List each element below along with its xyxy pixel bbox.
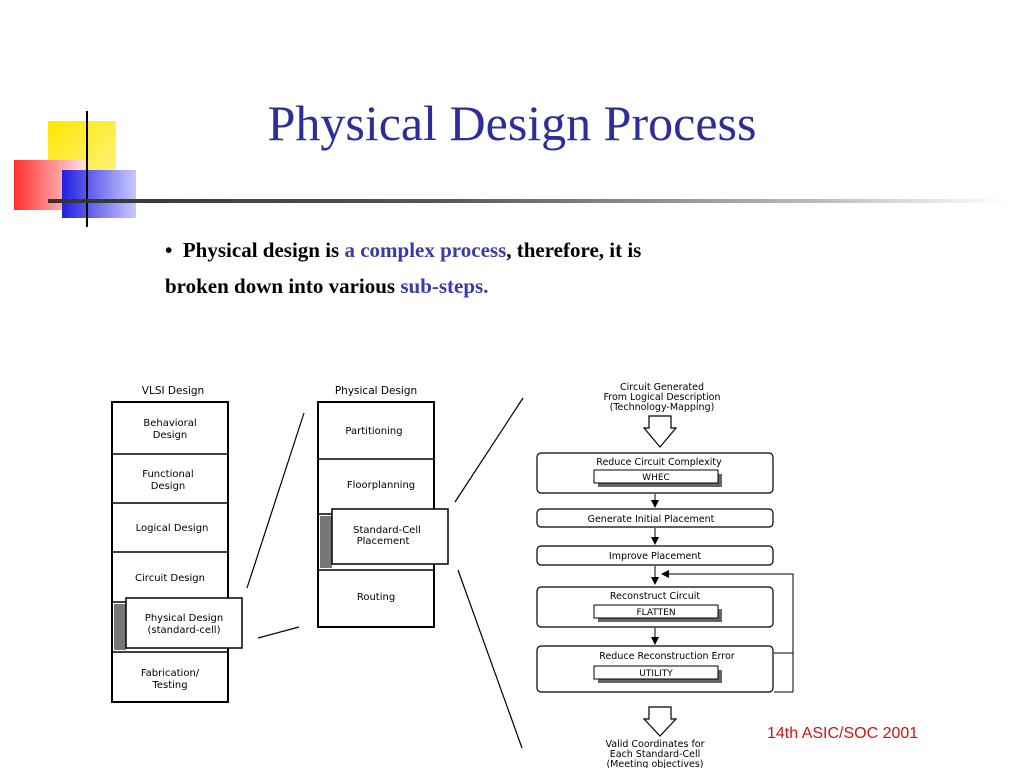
- flow-tool-utility: UTILITY: [639, 669, 673, 679]
- physical-header: Physical Design: [335, 385, 417, 397]
- flow-step-3-label: Improve Placement: [609, 551, 701, 562]
- vlsi-step-4: Circuit Design: [135, 573, 205, 584]
- vlsi-active-step-box: [125, 597, 243, 649]
- flow-tool-whec: WHEC: [642, 473, 670, 483]
- vlsi-step-6b: Testing: [151, 680, 187, 691]
- bullet-text-2: , therefore, it is: [506, 238, 642, 262]
- zoom-line: [257, 626, 300, 639]
- flow-output-3: (Meeting objectives): [606, 759, 703, 768]
- flow-step-box: [536, 545, 774, 566]
- vlsi-step-1a: Behavioral: [143, 418, 196, 429]
- flow-input-3: (Technology-Mapping): [610, 402, 715, 413]
- vlsi-header: VLSI Design: [142, 385, 204, 397]
- slide-title: Physical Design Process: [267, 95, 757, 151]
- vlsi-step-2a: Functional: [142, 469, 193, 480]
- bullet-highlight-1: a complex process: [344, 238, 507, 262]
- bullet-highlight-2: sub-steps.: [400, 274, 489, 298]
- vlsi-step-5b: (standard-cell): [148, 625, 221, 636]
- flow-step-4-label: Reconstruct Circuit: [610, 591, 700, 602]
- decor-vertical-line: [86, 111, 88, 227]
- flow-step-1-label: Reduce Circuit Complexity: [596, 457, 722, 468]
- bullet-marker: •: [165, 238, 173, 262]
- vlsi-step-6a: Fabrication/: [141, 668, 200, 679]
- flow-step-5-label: Reduce Reconstruction Error: [599, 651, 735, 662]
- physical-active-step-box: [331, 508, 449, 565]
- physical-active-shadow: [320, 516, 332, 568]
- flow-big-arrow-icon: [642, 415, 678, 448]
- physical-step-3a: Standard-Cell: [353, 525, 421, 536]
- flow-step-box: [536, 508, 774, 528]
- title-underline: [48, 199, 1008, 203]
- zoom-line: [457, 569, 523, 749]
- physical-step-2: Floorplanning: [347, 480, 415, 491]
- bullet-text-1: Physical design is: [182, 238, 345, 262]
- flow-output-2: Each Standard-Cell: [610, 749, 701, 760]
- vlsi-step-2b: Design: [151, 481, 186, 492]
- vlsi-step-5a: Physical Design: [145, 613, 223, 624]
- flow-feedback-loop: [662, 573, 794, 692]
- vlsi-active-shadow: [114, 604, 126, 650]
- flow-output-1: Valid Coordinates for: [605, 739, 704, 750]
- physical-step-1: Partitioning: [345, 426, 402, 437]
- bullet-point: • Physical design is a complex process, …: [165, 232, 865, 304]
- flow-tool-box: [593, 469, 719, 484]
- physical-step-4: Routing: [357, 592, 395, 603]
- vlsi-step-3: Logical Design: [136, 523, 209, 534]
- flow-input-2: From Logical Description: [604, 392, 721, 403]
- flow-tool-flatten: FLATTEN: [636, 608, 675, 618]
- decor-blue-square: [62, 170, 136, 218]
- flow-step-2-label: Generate Initial Placement: [588, 514, 715, 525]
- flow-tool-box: [593, 604, 719, 619]
- flow-big-arrow-icon: [642, 706, 678, 737]
- bullet-text-3: broken down into various: [165, 274, 401, 298]
- physical-step-3b: Placement: [357, 536, 410, 547]
- flow-input-1: Circuit Generated: [620, 382, 704, 393]
- slide-footer: 14th ASIC/SOC 2001: [767, 725, 919, 742]
- zoom-line: [246, 412, 305, 589]
- vlsi-step-1b: Design: [153, 430, 188, 441]
- flow-tool-box: [593, 665, 719, 680]
- zoom-line: [454, 397, 524, 503]
